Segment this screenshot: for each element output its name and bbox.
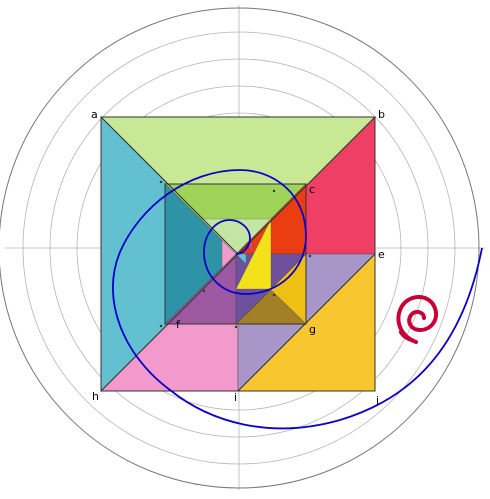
inner-triangle-yellow — [235, 218, 272, 290]
blue-spiral — [112, 169, 483, 430]
outer-ring — [0, 7, 480, 489]
label-f: f — [176, 318, 181, 331]
debian-swirl-logo — [396, 295, 439, 344]
marker-dot — [159, 180, 163, 184]
inner-triangle-pink — [221, 239, 237, 269]
label-b: b — [378, 108, 385, 121]
vertex-labels: a b c e f g h i j — [91, 108, 385, 407]
diag-a — [100, 116, 239, 255]
inner-square-triangles — [200, 218, 272, 290]
marker-dot — [308, 254, 312, 258]
square-edges — [100, 116, 376, 392]
diag-b — [237, 116, 376, 255]
marker-dot — [272, 293, 276, 297]
label-h: h — [92, 390, 99, 403]
label-g: g — [309, 323, 316, 336]
label-j: j — [375, 394, 379, 407]
diag-e — [237, 253, 376, 392]
marker-dot — [202, 289, 206, 293]
inner-triangle-mint — [200, 218, 272, 255]
marker-dot — [234, 325, 238, 329]
middle-square — [164, 183, 307, 325]
label-a: a — [91, 108, 98, 121]
dot-markers — [159, 180, 312, 329]
label-c: c — [309, 183, 315, 196]
marker-dot — [272, 189, 276, 193]
logo-tail-path — [398, 330, 418, 344]
diag-h — [100, 253, 239, 392]
inner-triangle-cyan — [235, 253, 247, 265]
logo-swirl-path — [396, 295, 439, 344]
label-e: e — [378, 248, 385, 261]
marker-dot — [159, 324, 163, 328]
label-i: i — [234, 391, 237, 404]
